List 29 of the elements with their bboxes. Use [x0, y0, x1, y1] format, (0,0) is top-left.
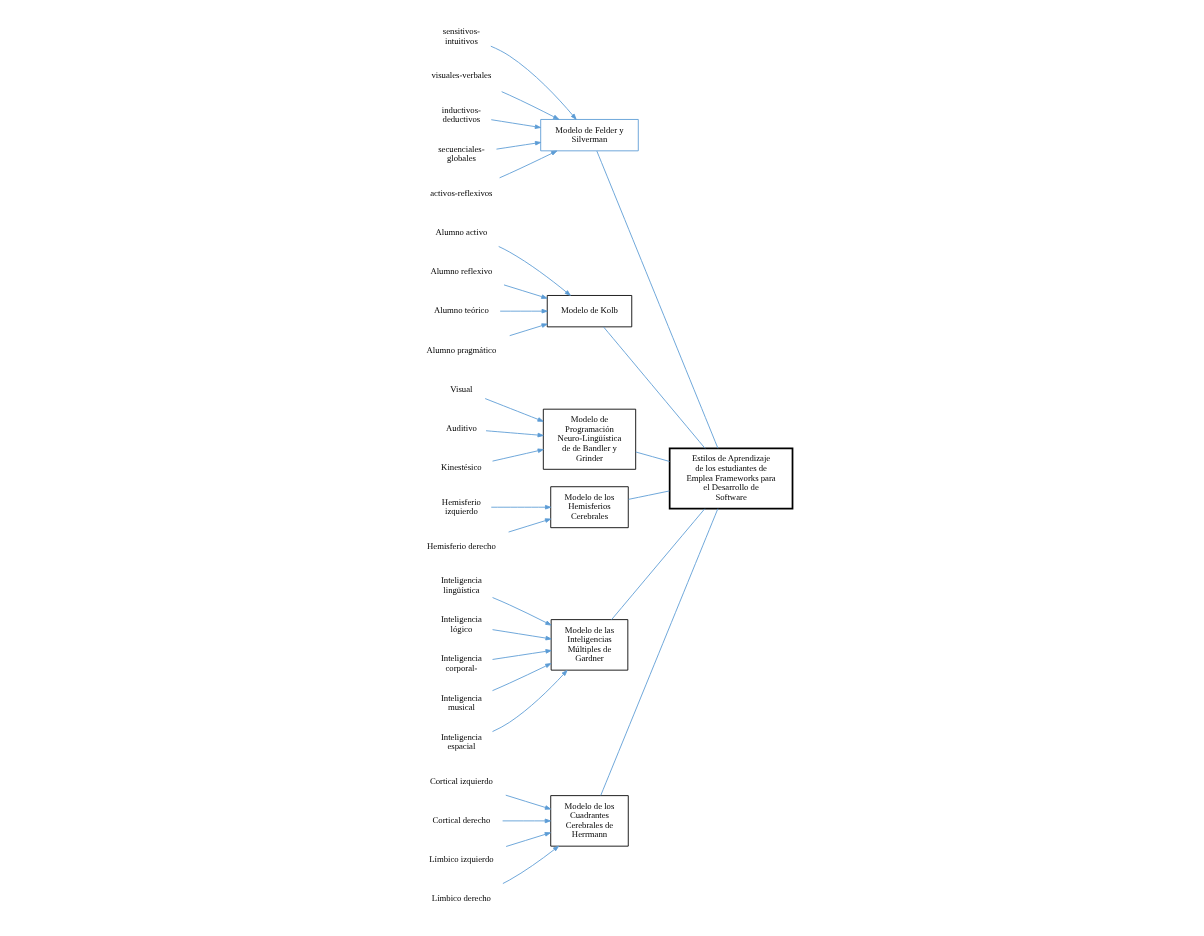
arrow [489, 504, 551, 510]
arrow [502, 284, 547, 299]
arrow [507, 518, 550, 533]
arrow [498, 150, 557, 179]
arrow [491, 597, 551, 626]
arrow [489, 45, 576, 120]
arrow [497, 246, 570, 296]
arrow [491, 448, 543, 462]
arrow [504, 794, 550, 810]
connector [610, 508, 705, 621]
arrow [483, 398, 543, 422]
arrow [504, 832, 550, 847]
connector [599, 508, 718, 796]
arrow [484, 430, 543, 438]
arrow [491, 663, 551, 692]
arrow [491, 670, 567, 732]
connector [602, 326, 705, 449]
arrow [508, 323, 547, 337]
connector [627, 490, 669, 500]
arrow [489, 119, 540, 129]
arrow [495, 140, 541, 150]
arrow [501, 845, 559, 884]
connector [634, 451, 669, 462]
arrow [491, 649, 551, 660]
connector [595, 150, 718, 449]
arrow [501, 818, 550, 824]
arrow [498, 308, 547, 314]
arrow [500, 91, 559, 120]
arrow [491, 629, 551, 641]
